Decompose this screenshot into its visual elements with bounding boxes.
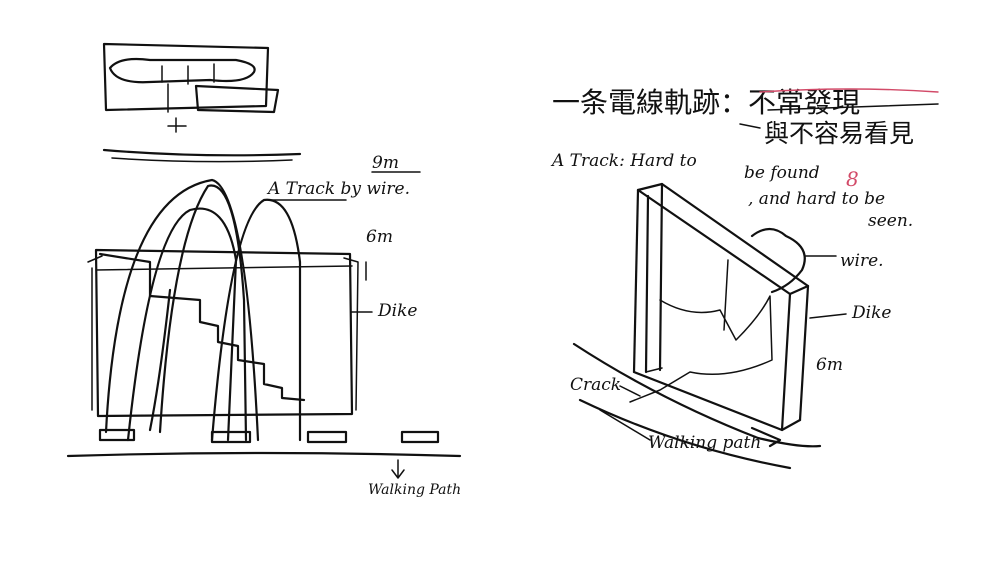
stepped-wire-track — [98, 252, 306, 402]
label-track-by-wire: A Track by wire. — [266, 179, 410, 199]
correction-mark: 8 — [846, 167, 859, 191]
crack-path — [629, 295, 773, 403]
label-dike-left: Dike — [377, 301, 417, 321]
dike-slab — [632, 182, 810, 432]
wire-track — [750, 227, 806, 294]
label-crack: Crack — [570, 375, 621, 395]
label-6m: 6m — [366, 227, 393, 247]
label-walking-path-left: Walking Path — [368, 482, 461, 498]
english-line-2: be found — [744, 163, 820, 183]
label-dike-right: Dike — [851, 303, 891, 323]
wire-arches — [104, 178, 302, 442]
english-line-1: A Track: Hard to — [550, 151, 697, 171]
walking-path-ground — [66, 428, 462, 479]
english-line-3: , and hard to be — [748, 189, 885, 209]
right-perspective-sketch: 一条電線軌跡：不常發現 與不容易看見 A Track: Hard to be f… — [550, 86, 939, 470]
walking-path-ground-right — [572, 342, 822, 470]
dike-wall — [87, 248, 359, 418]
chinese-line-1: 一条電線軌跡：不常發現 — [552, 86, 860, 119]
left-elevation-sketch: 9m A Track by wire. 6m Dike Walking Path — [66, 42, 462, 498]
label-6m-right: 6m — [816, 355, 843, 375]
label-wire: wire. — [840, 251, 884, 271]
chinese-line-2: 與不容易看見 — [764, 119, 914, 148]
label-walking-path-right: Walking path — [648, 433, 761, 453]
english-line-4: seen. — [868, 211, 913, 231]
plan-thumbnail — [102, 42, 302, 163]
label-9m: 9m — [372, 153, 399, 173]
